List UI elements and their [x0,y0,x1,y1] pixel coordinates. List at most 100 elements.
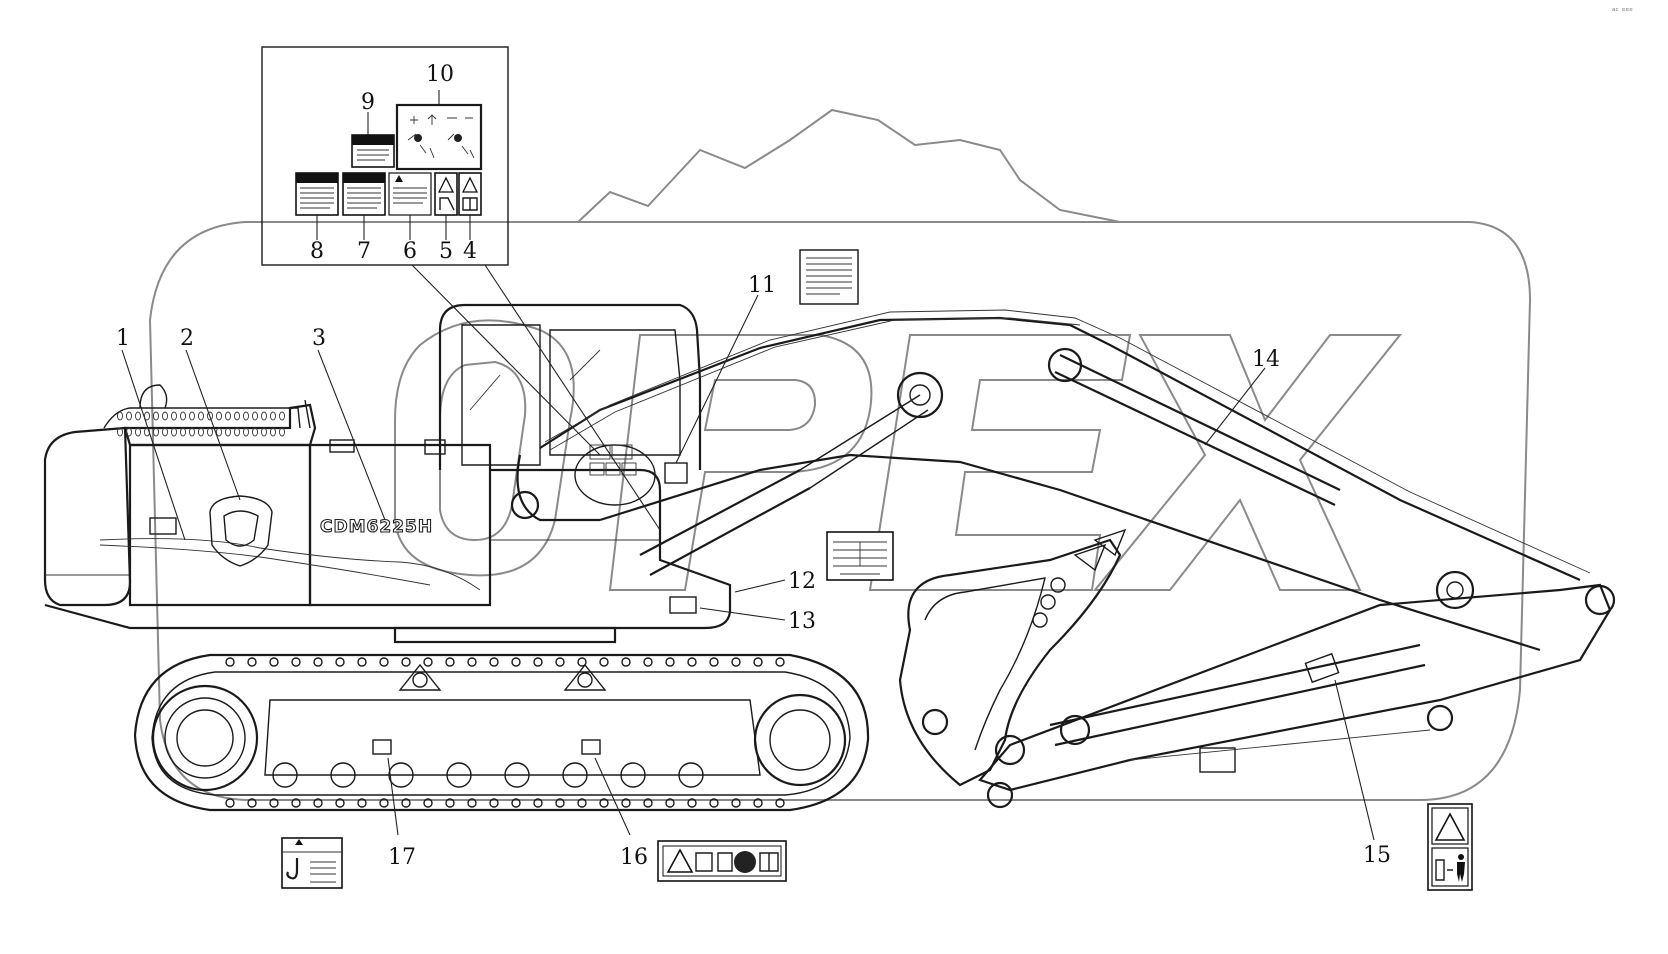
callout-14: 14 [1252,347,1280,372]
hood-vent-slot [261,427,267,437]
track-stud [445,657,455,667]
decal-15-top-panel [1431,807,1469,845]
track-stud [247,798,257,808]
track-stud [577,798,587,808]
leader-inset-a [411,264,601,456]
stripe-decal [99,538,481,591]
track-stud [753,798,763,808]
track-stud [225,798,235,808]
bucket [898,538,1122,787]
track-stud [489,798,499,808]
track-stud [445,798,455,808]
bucket-bolt-2 [1040,594,1056,610]
boom-hoses [544,309,1591,574]
hood-vent-slot [207,427,213,437]
watermark-letter-x [1092,334,1403,591]
hood-vent-slot [216,427,222,437]
carrier-roller-2-wheel [577,672,593,688]
callout-8: 8 [310,239,324,264]
decal-15-bottom-panel [1431,847,1469,887]
hood-vent-slot [198,427,204,437]
track-stud [731,798,741,808]
track-stud [731,657,741,667]
decal-16-panels [695,852,733,872]
cab-window [549,329,681,456]
track-stud [555,798,565,808]
carrier-roller-2 [563,663,607,691]
decal-16 [657,840,787,882]
decal-11 [799,249,859,305]
decal-16-prohibition-icon [734,851,756,873]
track-stud [511,798,521,808]
decal-10-control-pattern [395,103,483,171]
upper-frame [44,468,732,630]
decal-5-figure [439,197,455,211]
leader-14 [1204,367,1266,446]
bucket-pin-4 [986,781,1014,809]
track-stud [291,798,301,808]
track-stud [687,657,697,667]
decal-8-header [296,173,338,183]
track-stud [357,657,367,667]
track-stud [709,657,719,667]
hood-vent-slot [225,411,231,421]
hood-vent-slot [135,427,141,437]
side-panel-right [308,443,492,607]
decal-9-text-lines [357,149,389,161]
boom-upper-edge [539,316,1581,582]
track-stud [753,657,763,667]
boom-cylinder-rod [799,394,929,489]
brand-emblem [209,495,273,567]
decal-13-on-machine [669,596,697,614]
exhaust-pipe [139,384,168,409]
track-stud [555,657,565,667]
leader-12 [734,579,786,593]
decal-8-text-lines [300,187,334,209]
bucket-tooth-1 [1093,528,1127,557]
callout-9: 9 [361,90,375,115]
warning-triangle-icon [395,175,403,182]
hood-vent-slot [270,411,276,421]
callout-16: 16 [620,845,648,870]
arm-cylinder [1054,354,1341,506]
track-roller [446,762,472,788]
callout-12: 12 [788,569,816,594]
callout-17: 17 [388,845,416,870]
decal-17-text-lines [310,861,336,883]
hood-vent-slot [270,427,276,437]
cab-decal-c [589,462,605,476]
fuel-cap [329,439,355,453]
hood-vent-slot [252,411,258,421]
track-studs [225,657,785,808]
arm-pivot-pin-inner [1446,581,1464,599]
track-stud [533,657,543,667]
track-stud [489,657,499,667]
hood-vent-slot [144,427,150,437]
track-stud [313,657,323,667]
decal-15-person-head [1458,854,1464,860]
leader-11 [675,294,759,464]
carrier-roller-1-wheel [412,672,428,688]
swing-bearing [393,626,617,644]
callout-15: 15 [1363,843,1391,868]
track-stud [269,798,279,808]
track-stud [357,798,367,808]
hood-vent-slot [279,427,285,437]
bucket-cylinder-rod [1129,729,1431,761]
track-stud [577,657,587,667]
track-inner [151,671,851,796]
hood-vent-slot [225,427,231,437]
cab-glare [469,374,501,411]
boom-lower-edge [599,453,1541,652]
decal-11-text-lines [806,257,852,295]
cab-glare-2 [569,349,601,381]
hood-vent-slot [135,411,141,421]
track-stud [313,798,323,808]
decal-9-header [352,135,394,145]
cab-decal-e [621,462,637,476]
track-stud [599,657,609,667]
counterweight [43,426,132,607]
leader-15 [1334,679,1375,841]
leader-13 [699,607,786,621]
